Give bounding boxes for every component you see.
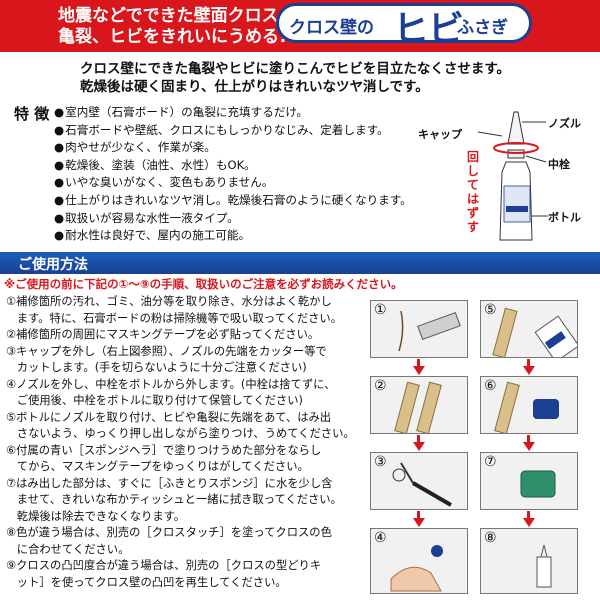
step-1-illustration <box>398 310 461 352</box>
step-panel-5: ⑤ <box>480 300 578 358</box>
step-panel-1: ① <box>370 300 468 358</box>
flow-arrowhead <box>523 518 535 527</box>
usage-steps: ①補修箇所の汚れ、ゴミ、油分等を取り除き、水分はよく乾かし ます。特に、石膏ボー… <box>6 294 356 591</box>
header-subtitle-line: 亀裂、ヒビをきれいにうめる! <box>58 27 287 47</box>
logo-main: ヒビ <box>393 9 464 50</box>
step-line: てから、マスキングテープをゆっくりはがしてください。 <box>6 460 309 473</box>
step-illustrations: ① ② ③ ④ ⑤ <box>370 300 596 596</box>
step-line: ます。特に、石膏ボードの粉は掃除機等で吸い取ってください。 <box>6 311 343 325</box>
step-6-illustration <box>494 381 559 433</box>
panel-number: ③ <box>374 454 387 470</box>
product-logo: クロス壁の ヒビ ふさぎ <box>276 3 532 50</box>
header-subtitle-line: 地震などでできた壁面クロスの <box>58 6 296 26</box>
feature-item: 乾燥後、塗装（油性、水性）もOK。 <box>54 157 412 175</box>
step-line: ご使用後、中栓をボトルに取り付けて保管してください) <box>6 394 303 407</box>
flow-arrow <box>527 359 530 368</box>
usage-title: ご使用方法 <box>18 257 88 273</box>
step-3-illustration <box>392 462 453 507</box>
bottle-diagram: ノズル キャップ 中栓 ボトル 回してはずす <box>418 106 600 244</box>
step-line: に合わせてください。 <box>6 542 130 556</box>
feature-item: 耐水性は良好で、屋内の施工可能。 <box>54 227 412 245</box>
flow-arrowhead <box>523 442 535 451</box>
flow-arrow <box>527 511 530 520</box>
feature-item: 取扱いが容易な水性一液タイプ。 <box>54 210 412 228</box>
feature-item: 仕上がりはきれいなツヤ消し。乾燥後石膏のように硬くなります。 <box>54 192 412 210</box>
logo-prefix: クロス壁の <box>289 18 374 38</box>
cap-label: キャップ <box>418 128 462 141</box>
bottle-illustration <box>477 111 548 241</box>
step-line: ②補修箇所の周囲にマスキングテープを必ず貼ってください。 <box>6 328 320 341</box>
intro-text: クロス壁にできた亀裂やヒビに塗りこんでヒビを目立たなくさせます。 乾燥後は硬く固… <box>80 60 560 96</box>
flow-arrowhead <box>523 366 535 375</box>
panel-number: ⑤ <box>484 302 497 318</box>
header-banner: 地震などでできた壁面クロスの 亀裂、ヒビをきれいにうめる! クロス壁の ヒビ ふ… <box>0 0 600 52</box>
panel-number: ④ <box>374 530 387 546</box>
panel-number: ⑥ <box>484 378 497 394</box>
intro-line: クロス壁にできた亀裂やヒビに塗りこんでヒビを目立たなくさせます。 <box>80 61 510 77</box>
feature-item: 室内壁（石膏ボード）の亀裂に充填するだけ。 <box>54 104 412 122</box>
features-title: 特 徴 <box>14 105 50 123</box>
usage-notice: ※ご使用の前に下記の①～⑨の手順、取扱いのご注意を必ずお読みください。 <box>4 277 403 291</box>
step-line: ット］を使ってクロス壁の凸凹を再生してください。 <box>6 575 287 589</box>
bottle-label: ボトル <box>548 211 581 224</box>
nozzle-label: ノズル <box>548 117 581 130</box>
step-line: ⑧色が違う場合は、別売の［クロスタッチ］を塗ってクロスの色 <box>6 526 332 539</box>
step-2-illustration <box>394 381 442 433</box>
step-line: ①補修箇所の汚れ、ゴミ、油分等を取り除き、水分はよく乾かし <box>6 295 332 308</box>
panel-number: ⑦ <box>484 454 497 470</box>
feature-item: 肉やせが少なく、作業が楽。 <box>54 139 412 157</box>
step-line: ⑦はみ出した部分は、すぐに［ふきとりスポンジ］に水を少し含 <box>6 476 333 490</box>
step-panel-6: ⑥ <box>480 376 578 434</box>
flow-arrow <box>417 359 420 368</box>
step-4-illustration <box>390 545 443 592</box>
step-panel-2: ② <box>370 376 468 434</box>
step-panel-3: ③ <box>370 452 468 510</box>
intro-line: 乾燥後は硬く固まり、仕上がりはきれいなツヤ消しです。 <box>80 79 429 95</box>
step-line: ⑥付属の青い［スポンジヘラ］で塗りつけうめた部分をならし <box>6 443 322 457</box>
panel-number: ② <box>374 378 387 394</box>
step-line: カットします。(手を切らないように十分ご注意ください) <box>6 361 307 374</box>
flow-arrow <box>527 435 530 444</box>
step-panel-8: ⑧ <box>480 528 578 594</box>
step-panel-7: ⑦ <box>480 452 578 510</box>
flow-arrowhead <box>413 442 425 451</box>
panel-number: ⑧ <box>484 530 497 546</box>
panel-number: ① <box>374 302 387 318</box>
step-panel-4: ④ <box>370 528 468 594</box>
header-subtitle: 地震などでできた壁面クロスの 亀裂、ヒビをきれいにうめる! <box>58 6 296 48</box>
flow-arrowhead <box>413 518 425 527</box>
step-line: ⑨クロスの凸凹度合が違う場合は、別売の［クロスの型どりキ <box>6 559 322 572</box>
step-8-illustration <box>536 544 552 588</box>
step-line: ⑤ボトルにノズルを取り付け、ヒビや亀裂に先端をあて、はみ出 <box>6 410 332 424</box>
rotate-instruction: 回してはずす <box>466 150 479 234</box>
logo-suffix: ふさぎ <box>457 18 508 38</box>
step-line: ④ノズルを外し、中栓をボトルから外します。(中栓は捨てずに、 <box>6 377 336 391</box>
feature-item: いやな臭いがなく、変色もありません。 <box>54 174 412 192</box>
feature-item: 石膏ボードや壁紙、クロスにもしっかりなじみ、定着します。 <box>54 122 412 140</box>
plug-label: 中栓 <box>548 158 570 171</box>
step-7-illustration <box>520 470 556 498</box>
features-list: 室内壁（石膏ボード）の亀裂に充填するだけ。 石膏ボードや壁紙、クロスにもしっかり… <box>54 104 412 245</box>
usage-section-header: ご使用方法 <box>0 252 600 274</box>
flow-arrowhead <box>413 366 425 375</box>
step-5-illustration <box>492 307 577 357</box>
step-line: 乾燥後は除去できなくなります。 <box>6 509 186 523</box>
flow-arrow <box>417 435 420 444</box>
step-line: ③キャップを外し（右上図参照）、ノズルの先端をカッター等で <box>6 344 327 358</box>
step-line: さないよう、ゆっくり押し出しながら塗りつけ、うめてください。 <box>6 427 355 440</box>
flow-arrow <box>417 511 420 520</box>
step-line: ませて、きれいな布かティッシュと一緒に拭き取ってください。 <box>6 493 342 506</box>
